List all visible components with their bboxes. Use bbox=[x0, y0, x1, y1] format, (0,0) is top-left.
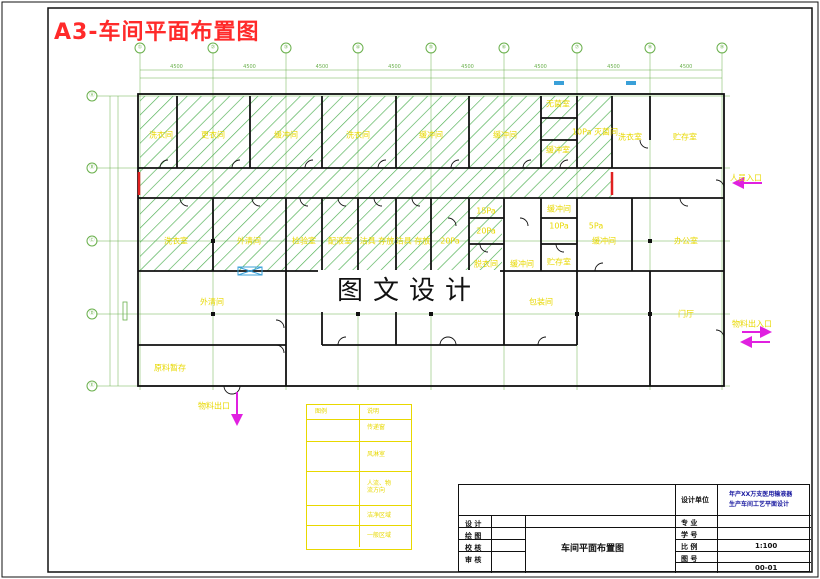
flow-label: 人员入口 bbox=[730, 173, 762, 183]
dimension-label: 4500 bbox=[243, 64, 256, 70]
room-label: 洗衣间 bbox=[346, 130, 370, 140]
tb-label-draw: 绘 图 bbox=[465, 532, 482, 540]
legend-text: 洁净区域 bbox=[367, 512, 392, 519]
room-label: 洗衣间 bbox=[149, 130, 173, 140]
room-label: 20Pa bbox=[476, 226, 496, 236]
dimension-label: 4500 bbox=[388, 64, 401, 70]
red-doors bbox=[137, 172, 614, 195]
room-label: 无菌室 bbox=[546, 99, 570, 109]
watermark-text: 图文设计 bbox=[318, 270, 500, 312]
axis-column-bubble: ⑨ bbox=[716, 42, 728, 54]
structural-columns bbox=[211, 239, 652, 316]
room-label: 更衣间 bbox=[201, 130, 225, 140]
air-shower-marker bbox=[122, 301, 128, 321]
legend-text: 传递窗 bbox=[367, 424, 386, 431]
room-label: 脱衣间 bbox=[474, 259, 498, 269]
tb-drawing-number: 00-01 bbox=[755, 564, 778, 572]
room-label: 外清间 bbox=[200, 297, 224, 307]
dimension-label: 4500 bbox=[607, 64, 620, 70]
tb-label-scale: 比 例 bbox=[681, 543, 698, 551]
axis-column-bubble: ⑥ bbox=[498, 42, 510, 54]
dimension-label: 4500 bbox=[534, 64, 547, 70]
axis-column-bubble: ⑧ bbox=[644, 42, 656, 54]
axis-row-bubble: Ⓑ bbox=[86, 162, 98, 174]
title-block: 设 计 绘 图 校 核 审 核 车间平面布置图 设计单位 年产XX万支医用输液器… bbox=[458, 484, 811, 573]
axis-column-bubble: ⑤ bbox=[425, 42, 437, 54]
room-label: 5Pa bbox=[588, 221, 604, 231]
room-label: 10Pa 灭菌间 bbox=[571, 127, 619, 137]
project-name: 年产XX万支医用输液器 生产车间工艺平面设计 bbox=[729, 491, 793, 508]
axis-column-bubble: ① bbox=[134, 42, 146, 54]
room-label: 缓冲室 bbox=[546, 145, 570, 155]
flow-arrows bbox=[231, 177, 772, 426]
room-label: 检验室 bbox=[292, 236, 316, 246]
room-label: 洗衣室 bbox=[164, 236, 188, 246]
tb-scale-value: 1:100 bbox=[755, 542, 778, 550]
axis-column-bubble: ② bbox=[207, 42, 219, 54]
dimension-label: 4500 bbox=[461, 64, 474, 70]
room-label: 缓冲间 bbox=[493, 130, 517, 140]
tb-label-design: 设 计 bbox=[465, 520, 482, 528]
legend-header-desc: 说明 bbox=[367, 408, 380, 415]
legend-text: 一般区域 bbox=[367, 532, 392, 539]
room-label: 缓冲间 bbox=[547, 204, 571, 214]
tb-label-check: 校 核 bbox=[465, 544, 482, 552]
tb-label-approve: 审 核 bbox=[465, 556, 482, 564]
room-label: 缓冲间 bbox=[274, 130, 298, 140]
room-label: 洁具 存放 bbox=[359, 236, 395, 246]
dimension-label: 4500 bbox=[679, 64, 693, 70]
sheet-title: A3-车间平面布置图 bbox=[54, 20, 260, 45]
axis-column-bubble: ⑦ bbox=[571, 42, 583, 54]
room-label: 原料暂存 bbox=[154, 363, 186, 373]
room-label: 10Pa bbox=[549, 221, 569, 231]
room-label: 20Pa bbox=[440, 236, 460, 246]
flow-label: 物料出口 bbox=[198, 401, 230, 411]
axis-column-bubble: ③ bbox=[280, 42, 292, 54]
room-label: 门厅 bbox=[678, 309, 694, 319]
tb-label-id: 学 号 bbox=[681, 531, 698, 539]
dimension-label: 4500 bbox=[170, 64, 183, 70]
room-label: 洗衣室 bbox=[618, 132, 642, 142]
flow-label: 物料出入口 bbox=[732, 319, 772, 329]
pass-boxes bbox=[237, 266, 263, 276]
axis-row-bubble: Ⓒ bbox=[86, 235, 98, 247]
legend-text: 人流、物 流方向 bbox=[367, 480, 392, 494]
axis-row-bubble: Ⓐ bbox=[86, 90, 98, 102]
legend-text: 风淋室 bbox=[367, 451, 386, 458]
room-label: 洁具 存放 bbox=[395, 236, 431, 246]
tb-label-company: 设计单位 bbox=[681, 496, 709, 504]
room-label: 外清间 bbox=[237, 236, 261, 246]
clean-area-hatch bbox=[140, 96, 612, 271]
window-markers bbox=[554, 81, 636, 85]
legend-header-symbol: 图例 bbox=[315, 408, 328, 415]
inner-frame bbox=[47, 7, 813, 573]
room-label: 缓冲间 bbox=[419, 130, 443, 140]
room-label: 配液室 bbox=[328, 236, 352, 246]
room-label: 包装间 bbox=[529, 297, 553, 307]
room-label: 缓冲间 bbox=[510, 259, 534, 269]
dimension-label: 4500 bbox=[315, 64, 329, 70]
axis-column-bubble: ④ bbox=[352, 42, 364, 54]
room-label: 办公室 bbox=[674, 236, 698, 246]
tb-label-number: 图 号 bbox=[681, 555, 698, 563]
drawing-name: 车间平面布置图 bbox=[561, 544, 625, 554]
legend-table: 图例 说明 传递窗 风淋室 人流、物 流方向 洁净区域 一般区域 bbox=[306, 404, 412, 550]
room-label: 15Pa bbox=[476, 206, 496, 216]
room-label: 贮存室 bbox=[547, 257, 571, 267]
tb-label-major: 专 业 bbox=[681, 519, 698, 527]
axis-row-bubble: Ⓓ bbox=[86, 308, 98, 320]
room-label: 贮存室 bbox=[673, 132, 697, 142]
doors bbox=[159, 139, 725, 395]
room-label: 缓冲间 bbox=[592, 236, 616, 246]
axis-row-bubble: Ⓔ bbox=[86, 380, 98, 392]
